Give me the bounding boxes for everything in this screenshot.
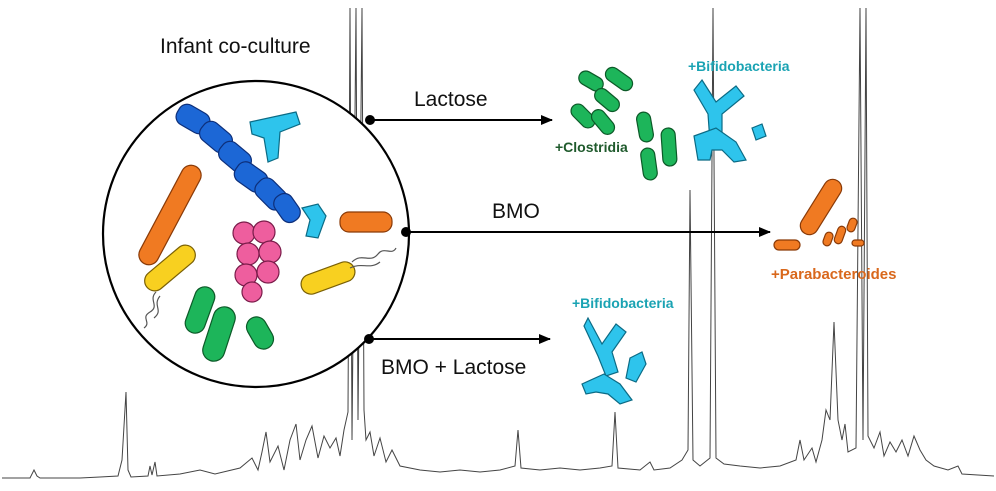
bifido-top-label: +Bifidobacteria <box>688 58 790 74</box>
clostridia-cells <box>570 66 678 181</box>
bifido-cell-circle <box>249 111 327 239</box>
nmr-spectrum <box>2 7 995 479</box>
title-text: Infant co-culture <box>160 35 311 58</box>
green-rods <box>184 286 275 362</box>
clostridia-label: +Clostridia <box>555 139 628 155</box>
arrow-bottom-label: BMO + Lactose <box>381 356 526 379</box>
parabacteroides-cells <box>773 178 865 251</box>
blue-rod-chain <box>175 103 301 224</box>
arrow-bottom <box>364 334 551 344</box>
arrow-top <box>365 115 553 125</box>
orange-short-rod <box>339 211 393 233</box>
arrow-middle <box>401 227 771 237</box>
bifido-bottom-label: +Bifidobacteria <box>572 295 674 311</box>
orange-rod <box>138 164 202 266</box>
spectrum-trace <box>2 7 995 479</box>
infant-community-circle <box>101 79 411 389</box>
pink-cocci <box>232 220 282 303</box>
arrow-top-label: Lactose <box>414 88 488 111</box>
parabacteroides-label: +Parabacteroides <box>771 266 897 283</box>
bifido-cells-bottom <box>581 316 647 405</box>
arrow-middle-label: BMO <box>492 200 540 223</box>
bifido-cells-top <box>693 78 767 163</box>
flagella <box>143 247 397 329</box>
yellow-rods <box>144 244 356 295</box>
